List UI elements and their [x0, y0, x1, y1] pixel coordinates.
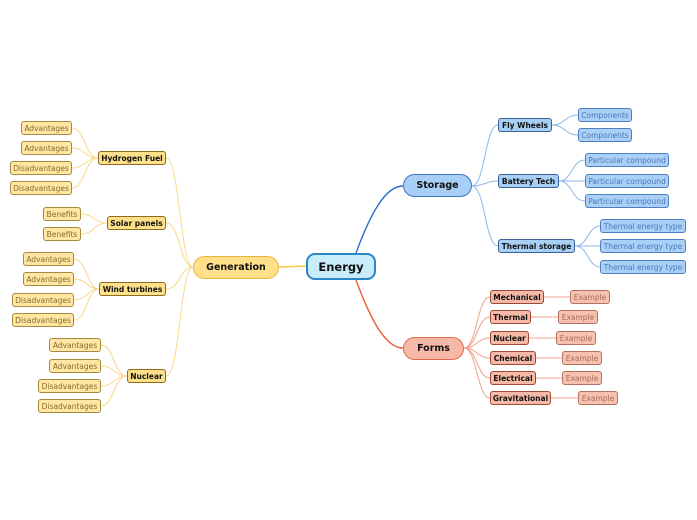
- topic-thermal-storage[interactable]: Thermal storage: [498, 239, 575, 253]
- generation-edges: [71, 127, 194, 407]
- leaf-gravitational-example[interactable]: Example: [578, 391, 618, 405]
- leaf-hydrogen-disadvantages[interactable]: Disadvantages: [10, 181, 72, 195]
- forms-edges: [463, 296, 578, 399]
- leaf-chemical-example[interactable]: Example: [562, 351, 602, 365]
- topic-wind-turbines[interactable]: Wind turbines: [99, 282, 166, 296]
- leaf-hydrogen-disadvantages[interactable]: Disadvantages: [10, 161, 72, 175]
- topic-fly-wheels[interactable]: Fly Wheels: [498, 118, 552, 132]
- leaf-wind-advantages[interactable]: Advantages: [23, 272, 74, 286]
- edge-root-forms: [355, 279, 404, 349]
- topic-electrical[interactable]: Electrical: [490, 371, 536, 385]
- leaf-nuclear-disadvantages[interactable]: Disadvantages: [38, 379, 101, 393]
- topic-nuclear-form[interactable]: Nuclear: [490, 331, 529, 345]
- leaf-battery-compound[interactable]: Particular compound: [585, 153, 669, 167]
- leaf-mechanical-example[interactable]: Example: [570, 290, 610, 304]
- leaf-nuclear-example[interactable]: Example: [556, 331, 596, 345]
- topic-nuclear-generation[interactable]: Nuclear: [127, 369, 166, 383]
- leaf-battery-compound[interactable]: Particular compound: [585, 194, 669, 208]
- leaf-nuclear-advantages[interactable]: Advantages: [49, 338, 101, 352]
- leaf-hydrogen-advantages[interactable]: Advantages: [21, 121, 72, 135]
- topic-hydrogen-fuel[interactable]: Hydrogen Fuel: [98, 151, 166, 165]
- leaf-wind-disadvantages[interactable]: Disadvantages: [12, 293, 74, 307]
- leaf-nuclear-disadvantages[interactable]: Disadvantages: [38, 399, 101, 413]
- leaf-flywheel-components[interactable]: Components: [578, 108, 632, 122]
- leaf-solar-benefits[interactable]: Benefits: [43, 227, 81, 241]
- topic-chemical[interactable]: Chemical: [490, 351, 536, 365]
- leaf-thermal-energy-type[interactable]: Thermal energy type: [600, 239, 686, 253]
- leaf-electrical-example[interactable]: Example: [562, 371, 602, 385]
- leaf-thermal-example[interactable]: Example: [558, 310, 598, 324]
- topic-gravitational[interactable]: Gravitational: [490, 391, 551, 405]
- leaf-solar-benefits[interactable]: Benefits: [43, 207, 81, 221]
- leaf-thermal-energy-type[interactable]: Thermal energy type: [600, 219, 686, 233]
- root-node-energy[interactable]: Energy: [306, 253, 376, 280]
- edge-root-storage: [355, 185, 404, 254]
- branch-forms[interactable]: Forms: [403, 337, 464, 360]
- leaf-flywheel-components[interactable]: Components: [578, 128, 632, 142]
- storage-edges: [471, 114, 601, 268]
- topic-solar-panels[interactable]: Solar panels: [107, 216, 166, 230]
- edge-root-generation: [278, 265, 307, 268]
- leaf-wind-disadvantages[interactable]: Disadvantages: [12, 313, 74, 327]
- leaf-battery-compound[interactable]: Particular compound: [585, 174, 669, 188]
- branch-storage[interactable]: Storage: [403, 174, 472, 197]
- topic-thermal[interactable]: Thermal: [490, 310, 531, 324]
- leaf-thermal-energy-type[interactable]: Thermal energy type: [600, 260, 686, 274]
- topic-mechanical[interactable]: Mechanical: [490, 290, 544, 304]
- leaf-wind-advantages[interactable]: Advantages: [23, 252, 74, 266]
- topic-battery-tech[interactable]: Battery Tech: [498, 174, 559, 188]
- leaf-nuclear-advantages[interactable]: Advantages: [49, 359, 101, 373]
- branch-generation[interactable]: Generation: [193, 256, 279, 279]
- leaf-hydrogen-advantages[interactable]: Advantages: [21, 141, 72, 155]
